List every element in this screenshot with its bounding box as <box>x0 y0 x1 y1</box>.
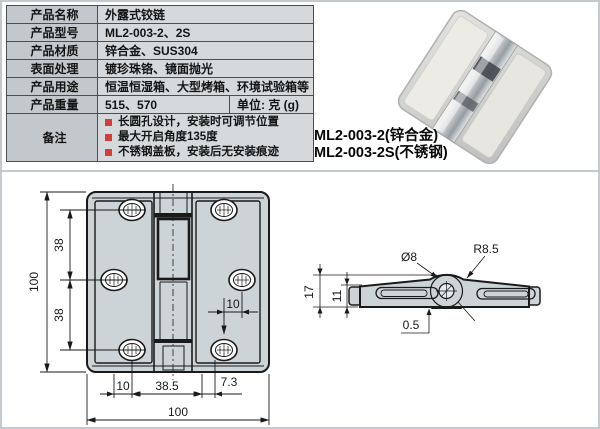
slot-hole <box>228 268 256 292</box>
row-label: 产品型号 <box>6 23 98 42</box>
dim-leaf-thickness: 11 <box>330 289 344 302</box>
dim-hub-radius: R8.5 <box>473 242 499 256</box>
front-dimension-labels: 100 38 38 10 10 38.5 7.3 100 <box>27 238 240 419</box>
barrel-highlight <box>436 34 504 133</box>
notes-cell: 长圆孔设计，安装时可调节位置 最大开启角度135度 不锈钢盖板，安装后无安装痕迹 <box>96 113 315 162</box>
cover-step <box>429 306 464 309</box>
side-view-drawing: Ø8 R8.5 17 11 0.5 <box>302 242 541 334</box>
row-value: ML2-003-2、2S <box>96 23 315 42</box>
dim-hole-spacing-upper: 38 <box>52 238 66 252</box>
note-bullet-icon <box>105 149 112 156</box>
row-value: 515、570 <box>97 95 230 114</box>
row-value: 锌合金、SUS304 <box>96 41 315 60</box>
dim-hole-spacing-lower: 38 <box>52 308 66 322</box>
variant-labels: ML2-003-2(锌合金) ML2-003-2S(不锈钢) <box>314 128 448 161</box>
note-text: 最大开启角度135度 <box>118 131 218 143</box>
dim-cover-step: 0.5 <box>403 318 420 332</box>
note-item: 最大开启角度135度 <box>105 130 311 145</box>
row-label: 产品名称 <box>6 5 98 24</box>
slot-hole <box>210 338 238 362</box>
side-dimension-labels: Ø8 R8.5 17 11 0.5 <box>302 242 499 332</box>
knuckle-gap <box>472 56 501 82</box>
row-label: 表面处理 <box>6 59 98 78</box>
row-label: 产品材质 <box>6 41 98 60</box>
hinge-barrel <box>431 30 519 144</box>
knuckle-gap <box>452 90 479 112</box>
variant-label-zinc: ML2-003-2(锌合金) <box>314 128 439 144</box>
row-label: 产品用途 <box>6 77 98 96</box>
row-value: 外露式铰链 <box>96 5 315 24</box>
table-row: 产品用途 恒温恒湿箱、大型烤箱、环境试验箱等 <box>6 77 315 96</box>
right-leaf-face <box>462 53 546 158</box>
row-value: 镀珍珠铬、镜面抛光 <box>96 59 315 78</box>
right-slot <box>476 287 536 300</box>
front-dimensions <box>40 191 270 425</box>
left-leaf-face <box>404 16 488 121</box>
table-row: 产品名称 外露式铰链 <box>6 5 315 24</box>
note-text: 长圆孔设计，安装时可调节位置 <box>118 116 279 128</box>
left-slot <box>375 286 439 300</box>
side-dimensions <box>313 255 486 334</box>
spec-table: 产品名称 外露式铰链 产品型号 ML2-003-2、2S 产品材质 锌合金、SU… <box>6 5 315 162</box>
dim-pin-hole-dia: Ø8 <box>401 250 417 264</box>
note-bullet-icon <box>105 119 112 126</box>
table-row: 产品型号 ML2-003-2、2S <box>6 23 315 42</box>
hub-circle <box>429 274 464 308</box>
weight-unit: 单位: 克 (g) <box>228 95 315 114</box>
slot-hole <box>210 198 238 222</box>
table-row-weight: 产品重量 515、570 单位: 克 (g) <box>6 95 315 114</box>
row-label: 产品重量 <box>6 95 98 114</box>
dim-overall-thickness: 17 <box>302 285 316 299</box>
left-leaf <box>94 200 153 364</box>
note-text: 不锈钢盖板，安装后无安装痕迹 <box>118 146 279 158</box>
dim-center-width: 38.5 <box>155 379 179 393</box>
note-bullet-icon <box>105 134 112 141</box>
dim-hole-inset: 7.3 <box>221 375 238 389</box>
dim-edge-to-hole: 10 <box>116 379 130 393</box>
hinge-photo-body <box>397 9 553 165</box>
center-knuckle <box>156 217 191 281</box>
row-value: 恒温恒湿箱、大型烤箱、环境试验箱等 <box>96 77 315 96</box>
section-divider <box>2 170 598 172</box>
hinge-side-outline <box>348 273 541 309</box>
table-row-notes: 备注 长圆孔设计，安装时可调节位置 最大开启角度135度 不锈钢盖板，安装后无安… <box>6 113 315 162</box>
dim-overall-width: 100 <box>168 405 188 419</box>
table-row: 产品材质 锌合金、SUS304 <box>6 41 315 60</box>
product-photo <box>397 9 553 165</box>
variant-label-stainless: ML2-003-2S(不锈钢) <box>314 144 448 161</box>
dim-overall-height: 100 <box>27 272 41 292</box>
dim-mid-hole-offset: 10 <box>226 297 240 311</box>
notes-label: 备注 <box>6 113 98 162</box>
note-item: 不锈钢盖板，安装后无安装痕迹 <box>105 145 311 160</box>
front-view-drawing: 100 38 38 10 10 38.5 7.3 100 <box>27 184 270 425</box>
table-row: 表面处理 镀珍珠铬、镜面抛光 <box>6 59 315 78</box>
note-item: 长圆孔设计，安装时可调节位置 <box>105 115 311 130</box>
